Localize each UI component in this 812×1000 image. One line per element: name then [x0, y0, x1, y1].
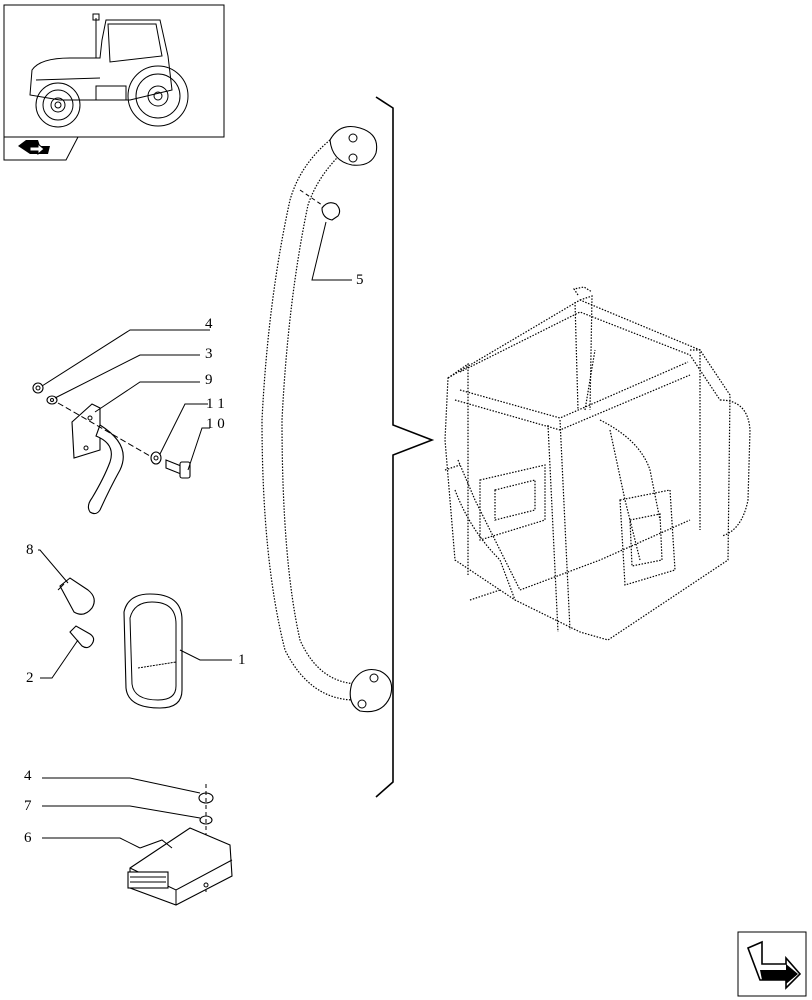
svg-text:6: 6: [24, 830, 32, 846]
callout-6: 6: [24, 830, 141, 849]
callout-10: 1 0: [187, 416, 225, 471]
callout-5: 5: [299, 189, 364, 288]
callout-9: 9: [94, 372, 213, 413]
lamp-lens: [123, 593, 183, 709]
callout-8: 8: [26, 542, 69, 584]
bulbs: [57, 577, 95, 649]
next-arrow-icon[interactable]: [737, 931, 807, 997]
grab-handle: [261, 125, 393, 713]
svg-text:5: 5: [356, 272, 364, 288]
callout-3: 3: [54, 346, 213, 399]
back-arrow-icon[interactable]: [3, 136, 79, 161]
svg-text:8: 8: [26, 542, 34, 558]
cab-frame: [444, 286, 751, 641]
relay-assembly: [127, 784, 233, 906]
tractor-thumbnail[interactable]: [3, 4, 225, 138]
callout-1: 1: [179, 649, 246, 668]
callout-4-top: 4: [41, 316, 213, 387]
svg-text:4: 4: [24, 768, 32, 784]
svg-text:1 1: 1 1: [206, 396, 225, 412]
svg-text:9: 9: [205, 372, 213, 388]
svg-text:4: 4: [205, 316, 213, 332]
svg-text:7: 7: [24, 798, 32, 814]
svg-text:1 0: 1 0: [206, 416, 225, 432]
callout-4-bottom: 4: [24, 768, 201, 794]
tractor-icon: [29, 13, 189, 128]
callout-7: 7: [24, 798, 201, 819]
svg-text:3: 3: [205, 346, 213, 362]
svg-text:2: 2: [26, 670, 34, 686]
mounting-bracket-assembly: [32, 382, 191, 515]
assembly-bracket: [375, 96, 435, 798]
svg-text:1: 1: [238, 652, 246, 668]
callout-2: 2: [26, 639, 79, 686]
callout-11: 1 1: [159, 396, 225, 455]
